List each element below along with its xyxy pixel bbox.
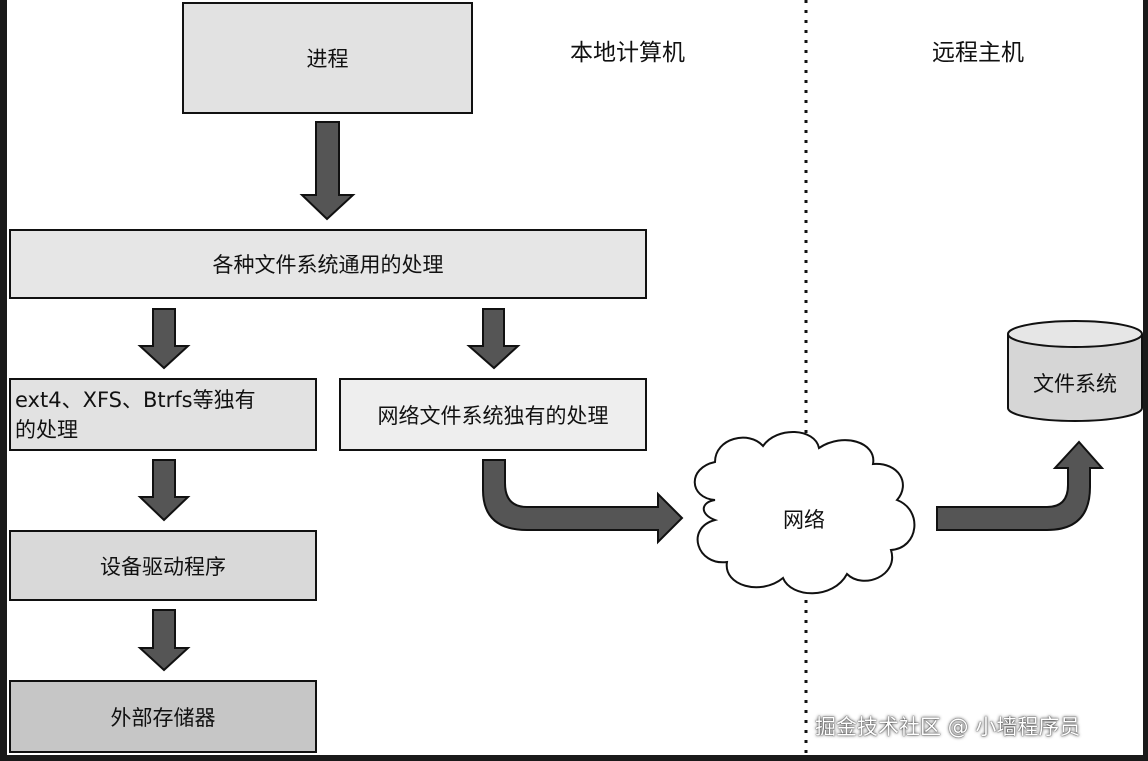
- fs-specific-label-line2: 的处理: [15, 417, 78, 442]
- watermark: 掘金技术社区 @ 小墙程序员: [815, 715, 1081, 739]
- remote-fs-label: 文件系统: [1033, 372, 1117, 396]
- external-storage-label: 外部存储器: [110, 705, 216, 730]
- network-label: 网络: [783, 508, 825, 532]
- external-storage-box: 外部存储器: [9, 680, 317, 753]
- fs-specific-box: ext4、XFS、Btrfs等独有 的处理: [9, 378, 317, 451]
- remote-fs-cylinder-body: [1007, 334, 1143, 422]
- arrow-network-fs-to-cloud: [482, 459, 684, 545]
- device-driver-box: 设备驱动程序: [9, 530, 317, 601]
- remote-fs-cylinder-top: [1007, 320, 1143, 348]
- fs-specific-label-line1: ext4、XFS、Btrfs等独有: [15, 387, 256, 412]
- arrow-common-to-network-fs: [466, 308, 521, 370]
- device-driver-label: 设备驱动程序: [100, 554, 226, 579]
- local-computer-label: 本地计算机: [570, 40, 685, 66]
- common-processing-label: 各种文件系统通用的处理: [212, 253, 444, 277]
- remote-host-label: 远程主机: [932, 40, 1024, 66]
- arrow-cloud-to-remote-fs: [936, 440, 1105, 531]
- arrow-common-to-fs-specific: [137, 308, 191, 370]
- arrow-process-to-common: [299, 121, 356, 221]
- arrow-driver-to-storage: [137, 609, 191, 672]
- network-fs-specific-label: 网络文件系统独有的处理: [377, 403, 609, 428]
- arrow-fs-specific-to-driver: [137, 459, 191, 522]
- diagram-connectors: [137, 0, 1143, 755]
- process-box: 进程: [182, 2, 473, 114]
- network-fs-specific-box: 网络文件系统独有的处理: [339, 378, 647, 451]
- process-label: 进程: [306, 47, 349, 71]
- common-processing-box: 各种文件系统通用的处理: [9, 229, 647, 299]
- diagram-canvas: 本地计算机 远程主机 进程 各种文件系统通用的处理 ext4、XFS、Btrfs…: [7, 0, 1143, 755]
- network-cloud-shape: [693, 431, 916, 595]
